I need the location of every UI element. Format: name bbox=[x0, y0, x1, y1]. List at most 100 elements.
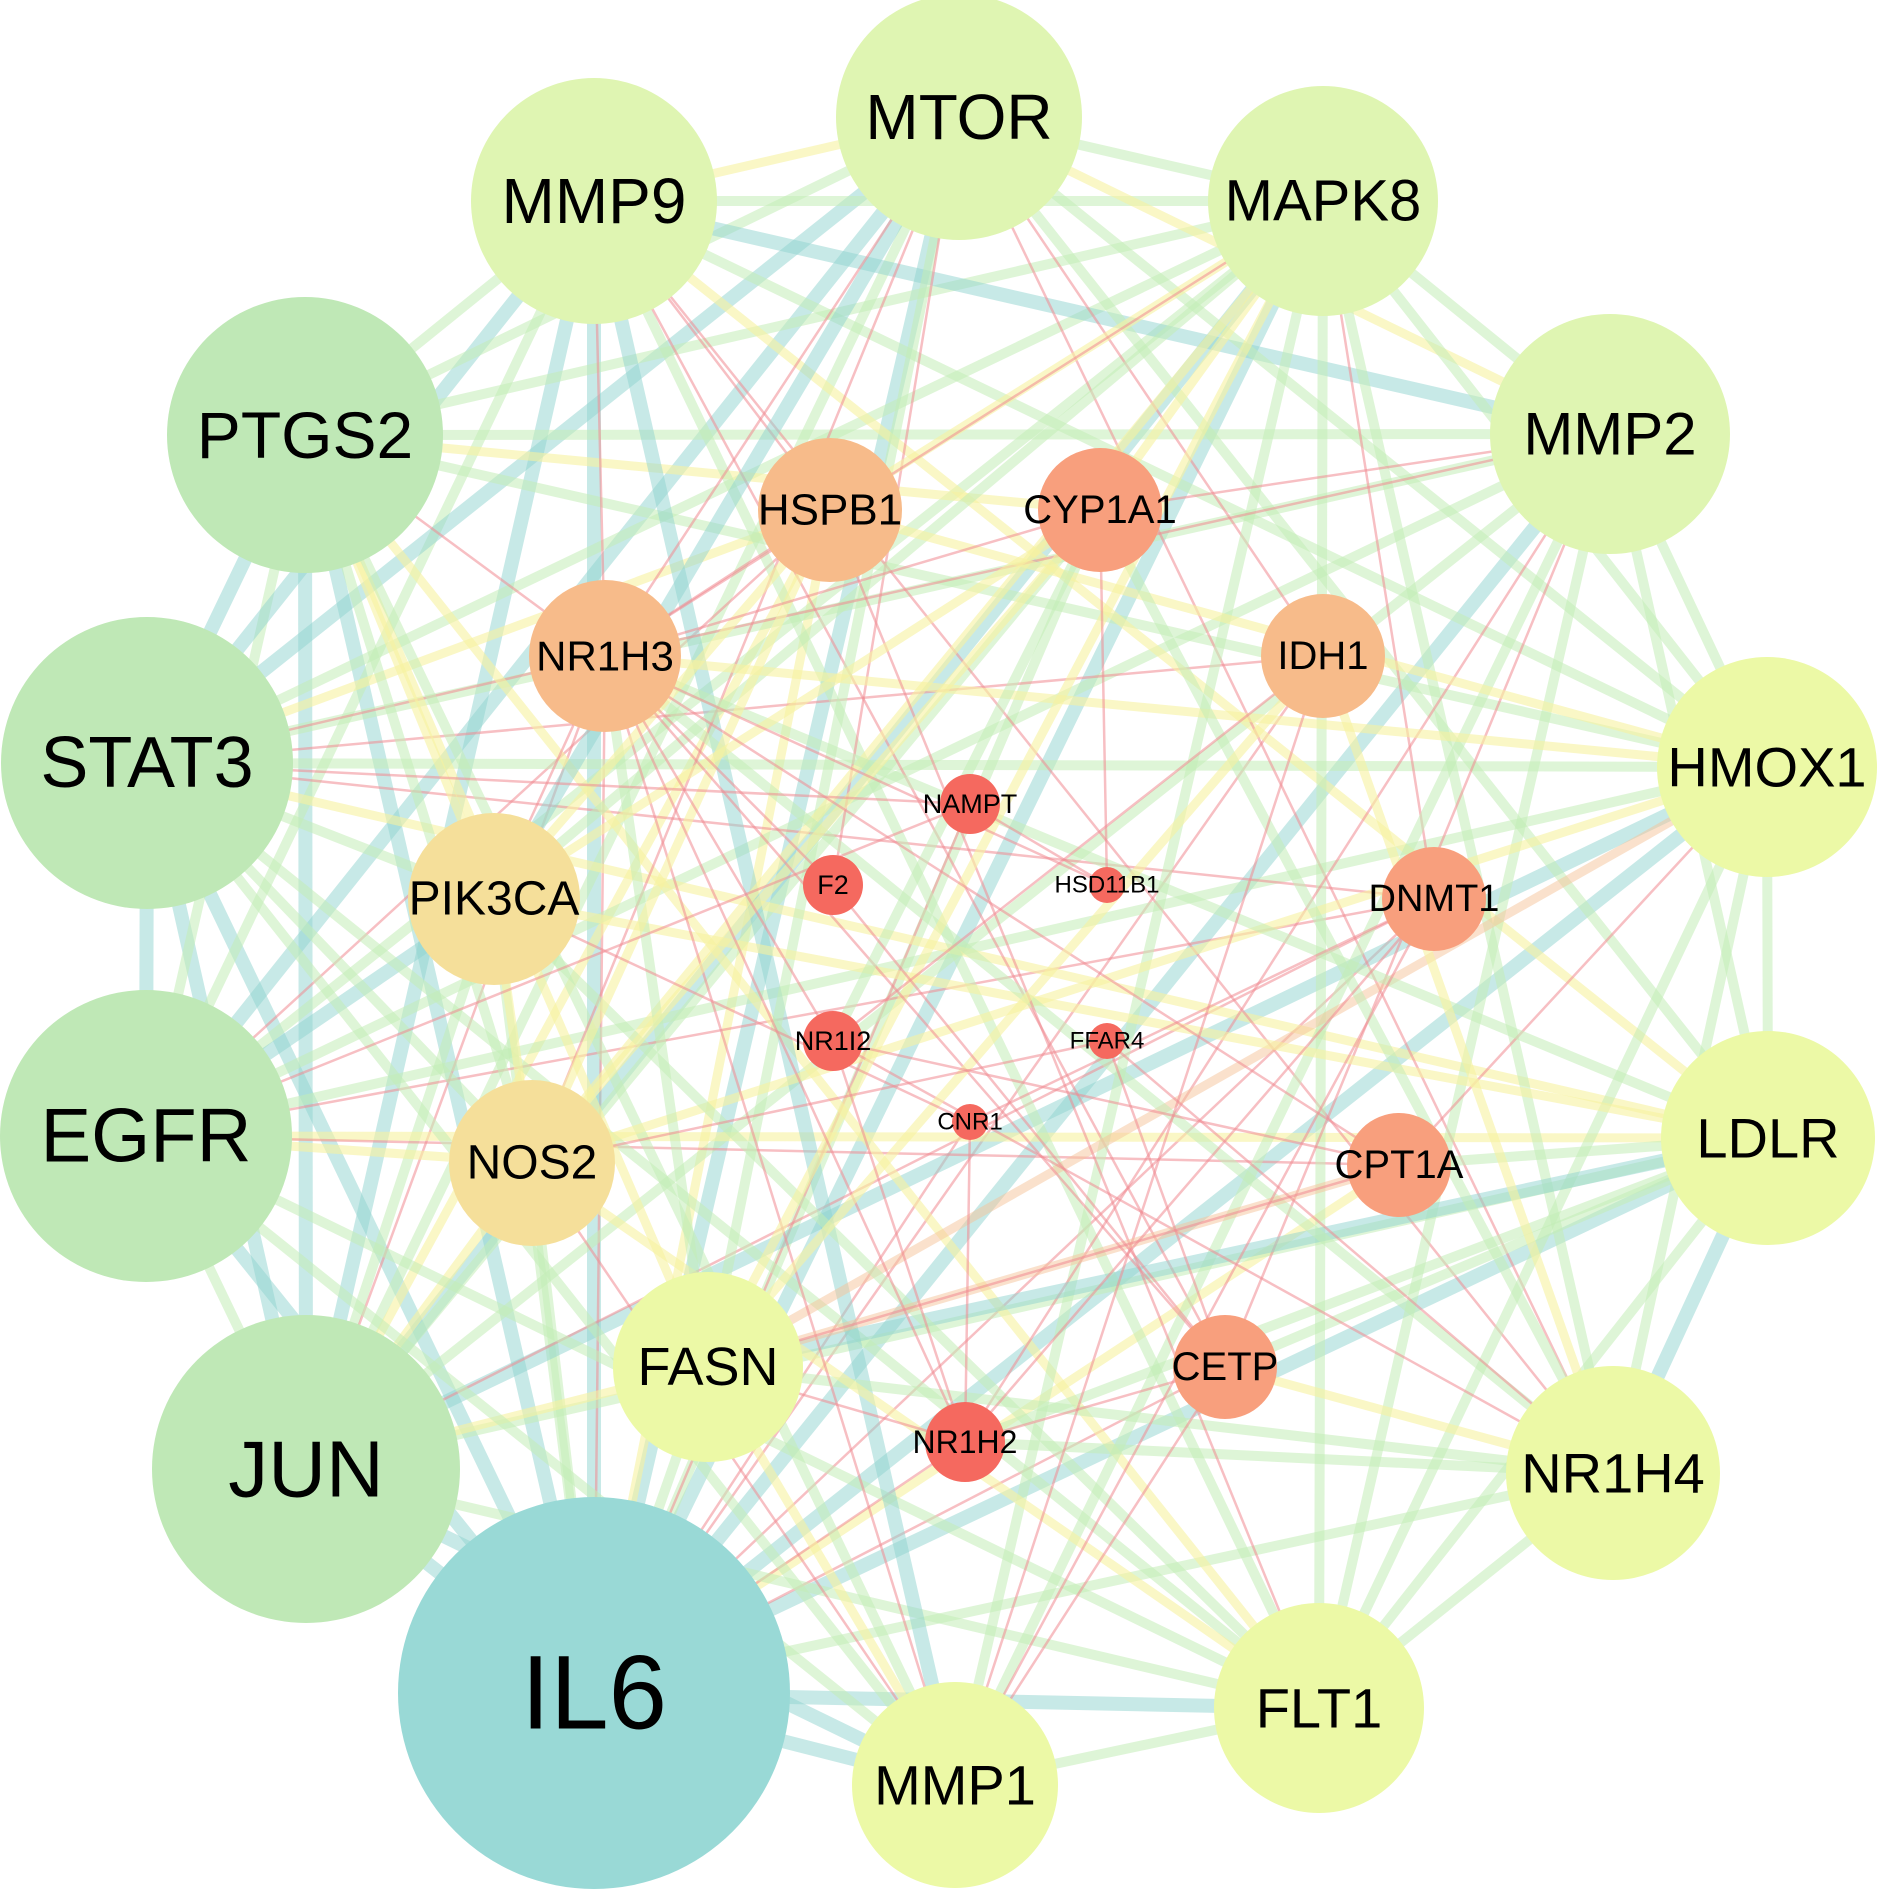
edge-nr1h4-nr1h3 bbox=[600, 651, 1618, 1478]
edge-ptgs2-mmp1 bbox=[300, 430, 960, 1790]
node-nr1h3: NR1H3 bbox=[529, 580, 681, 732]
node-circle bbox=[471, 78, 717, 324]
node-nr1h4: NR1H4 bbox=[1506, 1366, 1720, 1580]
node-circle bbox=[1089, 1023, 1125, 1059]
node-circle bbox=[1657, 657, 1877, 877]
edge-ptgs2-hmox1 bbox=[300, 430, 1772, 772]
node-circle bbox=[925, 1402, 1005, 1482]
node-circle bbox=[803, 1011, 863, 1071]
node-nos2: NOS2 bbox=[449, 1080, 615, 1246]
node-label: STAT3 bbox=[40, 723, 253, 803]
node-circle bbox=[167, 297, 443, 573]
node-label: FASN bbox=[637, 1337, 778, 1397]
edge-cpt1a-nr1i2 bbox=[831, 1039, 1401, 1167]
edge-mapk8-pik3ca bbox=[489, 196, 1328, 904]
node-fasn: FASN bbox=[613, 1272, 803, 1462]
node-label: CPT1A bbox=[1335, 1143, 1464, 1187]
node-label: NAMPT bbox=[923, 789, 1018, 819]
node-circle bbox=[1214, 1603, 1424, 1813]
node-nr1h2: NR1H2 bbox=[913, 1402, 1018, 1482]
edge-mmp9-mmp2 bbox=[587, 194, 1617, 441]
node-circle bbox=[1661, 1031, 1875, 1245]
node-flt1: FLT1 bbox=[1214, 1603, 1424, 1813]
node-circle bbox=[1506, 1366, 1720, 1580]
node-hspb1: HSPB1 bbox=[758, 438, 902, 582]
edge-cyp1a1-hsd11b1 bbox=[1098, 508, 1109, 887]
node-egfr: EGFR bbox=[0, 990, 292, 1282]
edge-mapk8-nos2 bbox=[527, 196, 1328, 1168]
node-label: NR1H3 bbox=[536, 633, 674, 680]
node-label: PIK3CA bbox=[409, 873, 580, 926]
node-label: IDH1 bbox=[1277, 634, 1368, 678]
node-label: NR1H2 bbox=[913, 1424, 1018, 1460]
node-mapk8: MAPK8 bbox=[1208, 86, 1438, 316]
node-label: FFAR4 bbox=[1070, 1028, 1145, 1055]
edge-ffar4-nr1h4 bbox=[1105, 1039, 1615, 1475]
edge-stat3-dnmt1 bbox=[145, 761, 1436, 901]
edge-egfr-cpt1a bbox=[144, 1134, 1401, 1167]
node-il6: IL6 bbox=[398, 1497, 790, 1889]
node-label: CYP1A1 bbox=[1023, 488, 1176, 532]
node-circle bbox=[529, 580, 681, 732]
edge-idh1-nr1i2 bbox=[831, 654, 1325, 1043]
edge-mmp2-mmp1 bbox=[950, 429, 1615, 1790]
edge-hsd11b1-nr1h3 bbox=[603, 654, 1109, 887]
edge-mmp1-nos2 bbox=[530, 1161, 957, 1787]
node-pik3ca: PIK3CA bbox=[408, 813, 580, 985]
edge-mmp1-idh1 bbox=[953, 654, 1325, 1787]
node-cnr1: CNR1 bbox=[937, 1104, 1003, 1140]
edge-idh1-fasn bbox=[703, 651, 1328, 1372]
node-label: DNMT1 bbox=[1369, 878, 1500, 920]
edge-mapk8-nr1h4 bbox=[1318, 196, 1618, 1478]
edge-f2-cetp bbox=[831, 883, 1227, 1369]
edge-egfr-ldlr bbox=[141, 1131, 1773, 1143]
edge-il6-idh1 bbox=[592, 654, 1325, 1695]
node-dnmt1: DNMT1 bbox=[1369, 847, 1500, 951]
edge-jun-flt1 bbox=[301, 1464, 1324, 1713]
edge-mtor-hmox1 bbox=[954, 112, 1772, 772]
node-label: CETP bbox=[1172, 1345, 1279, 1389]
node-label: LDLR bbox=[1696, 1107, 1839, 1170]
node-f2: F2 bbox=[803, 855, 863, 915]
node-circle bbox=[613, 1272, 803, 1462]
node-label: NOS2 bbox=[467, 1137, 598, 1190]
edge-nr1h3-nr1h2 bbox=[603, 654, 967, 1444]
node-circle bbox=[758, 438, 902, 582]
node-label: MMP9 bbox=[502, 165, 687, 237]
node-circle bbox=[1490, 314, 1730, 554]
node-label: MTOR bbox=[865, 81, 1052, 153]
edge-mmp9-hmox1 bbox=[589, 196, 1772, 772]
edge-egfr-mmp9 bbox=[141, 196, 599, 1141]
node-circle bbox=[836, 0, 1082, 240]
edge-cpt1a-fasn bbox=[706, 1163, 1401, 1369]
edge-stat3-mtor bbox=[140, 110, 966, 770]
node-nr1i2: NR1I2 bbox=[795, 1011, 871, 1071]
edge-ldlr-pik3ca bbox=[489, 894, 1773, 1143]
node-circle bbox=[952, 1104, 988, 1140]
node-label: HMOX1 bbox=[1667, 736, 1866, 799]
node-circle bbox=[1, 617, 293, 909]
node-ptgs2: PTGS2 bbox=[167, 297, 443, 573]
edge-mmp1-nr1h3 bbox=[603, 654, 957, 1787]
node-hsd11b1: HSD11B1 bbox=[1055, 867, 1159, 903]
edge-jun-mtor bbox=[301, 112, 964, 1474]
edge-mtor-nos2 bbox=[530, 115, 961, 1165]
edge-mapk8-nr1h3 bbox=[603, 199, 1325, 658]
node-nampt: NAMPT bbox=[923, 774, 1018, 834]
edge-mmp9-mmp1 bbox=[587, 194, 962, 1792]
node-circle bbox=[852, 1682, 1058, 1888]
node-label: MMP1 bbox=[874, 1754, 1036, 1817]
edge-nos2-cyp1a1 bbox=[527, 505, 1105, 1168]
node-mmp1: MMP1 bbox=[852, 1682, 1058, 1888]
edge-egfr-mmp1 bbox=[141, 1131, 960, 1790]
node-circle bbox=[1038, 448, 1162, 572]
node-label: PTGS2 bbox=[197, 398, 413, 472]
edge-stat3-hmox1 bbox=[142, 758, 1772, 772]
node-circle bbox=[1382, 847, 1486, 951]
node-circle bbox=[1173, 1315, 1277, 1419]
edge-ffar4-nos2 bbox=[530, 1039, 1109, 1165]
edge-nr1h3-cyp1a1 bbox=[603, 508, 1102, 658]
node-cyp1a1: CYP1A1 bbox=[1023, 448, 1177, 572]
edge-cetp-ffar4 bbox=[1105, 1039, 1227, 1369]
